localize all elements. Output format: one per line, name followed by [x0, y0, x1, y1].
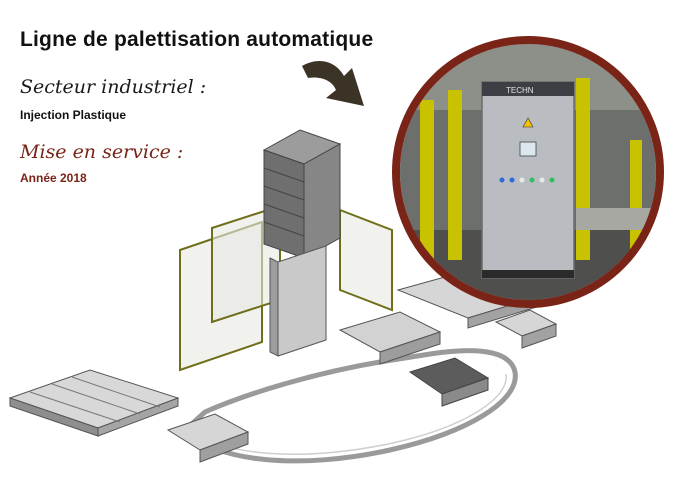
installation-photo: TECHN	[392, 36, 664, 308]
page-title: Ligne de palettisation automatique	[20, 28, 374, 51]
commissioning-value: Année 2018	[20, 171, 87, 185]
safety-fence	[179, 204, 393, 372]
control-cabinet	[269, 245, 327, 357]
commissioning-label: Mise en service :	[20, 141, 184, 163]
conveyor-track	[181, 348, 518, 464]
warning-icon	[522, 117, 534, 128]
conveyor-module-2	[166, 413, 250, 463]
storage-tower	[262, 129, 342, 259]
shuttle-cart	[408, 357, 490, 407]
arrow-down-right-icon	[302, 61, 364, 106]
photo-brand: TECHN	[506, 86, 534, 95]
conveyor-module-4	[494, 309, 558, 349]
conveyor-module-1	[338, 311, 442, 365]
sector-label: Secteur industriel :	[20, 76, 207, 98]
pallet-stack	[8, 369, 180, 437]
sector-value: Injection Plastique	[20, 108, 127, 122]
